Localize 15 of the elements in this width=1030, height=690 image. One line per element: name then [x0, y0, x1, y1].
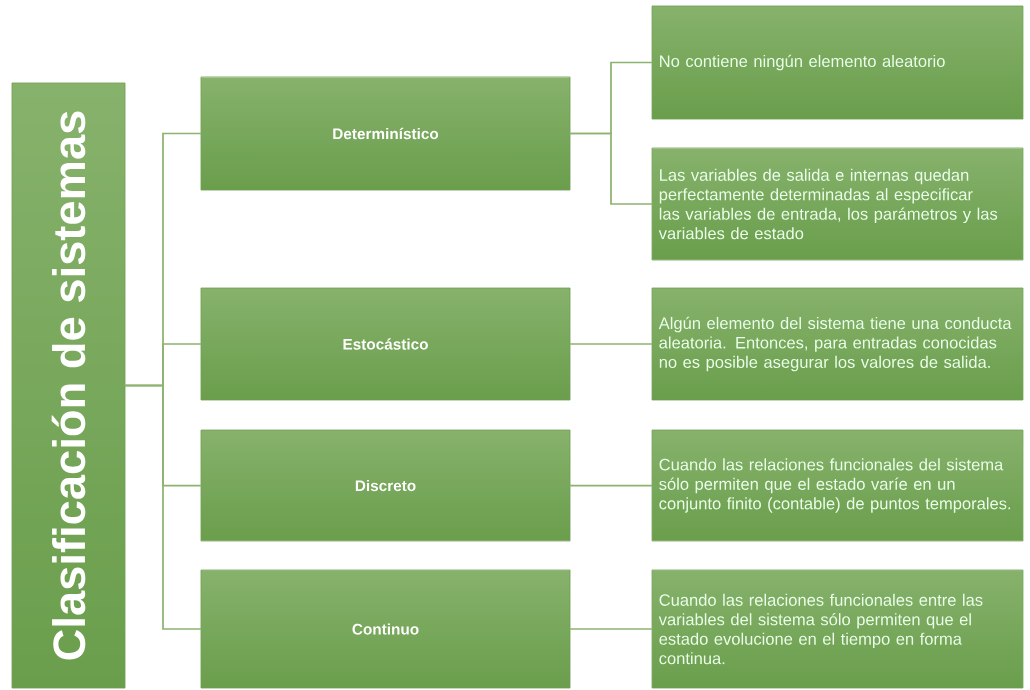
description-box: Cuando las relaciones funcionales del sistema sólo permiten que el estado varíe en un conjunto finito (contable) de puntos temporales. — [651, 429, 1024, 542]
category-box: Continuo — [200, 569, 571, 689]
category-box: Discreto — [200, 429, 571, 542]
connector-line — [568, 484, 654, 487]
connector-line — [568, 628, 654, 630]
connector-line — [568, 132, 654, 205]
category-box: Estocástico — [200, 287, 571, 401]
description-box: Algún elemento del sistema tiene una conducta aleatoria. Entonces, para entradas conocidas no es posible asegurar los valores de salida. — [651, 287, 1024, 401]
category-box: Determinístico — [200, 76, 571, 191]
connector-line — [123, 384, 203, 630]
title-box: Clasificación de sistemas — [11, 82, 126, 689]
connector-line — [568, 343, 654, 345]
description-box: No contiene ningún elemento aleatorio — [651, 5, 1024, 120]
description-box: Las variables de salida e internas quedan perfectamente determinadas al especificar las variables de entrada, los parámetros y las variables de estado — [651, 147, 1024, 261]
description-box: Cuando las relaciones funcionales entre las variables del sistema sólo permiten que el estado evolucione en el tiempo en forma continua. — [651, 569, 1024, 689]
